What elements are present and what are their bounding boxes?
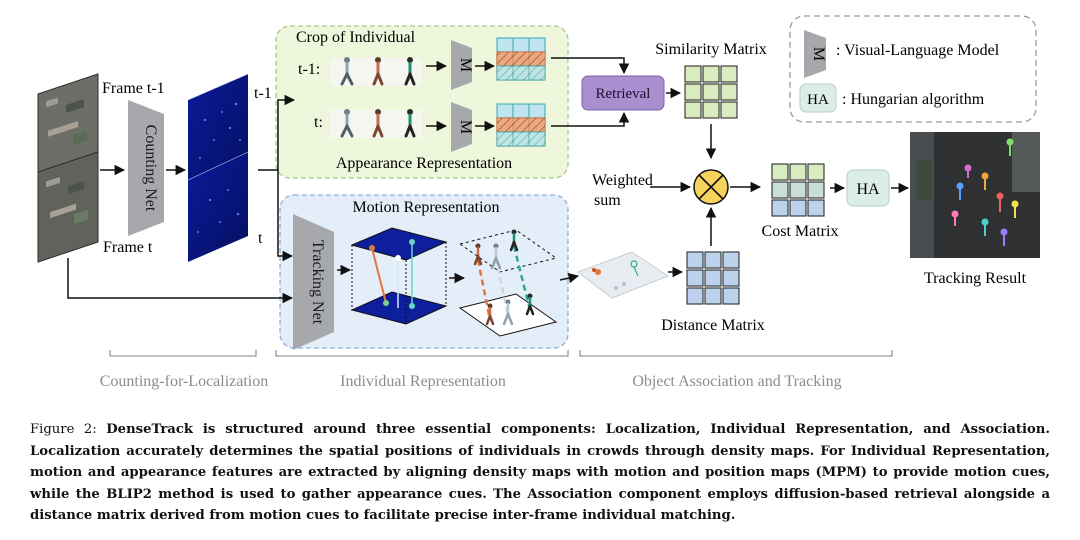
similarity-matrix xyxy=(684,65,738,119)
stage-label-localization: Counting-for-Localization xyxy=(100,373,269,390)
figure-caption: Figure 2: DenseTrack is structured aroun… xyxy=(30,419,1050,527)
stage-brackets xyxy=(109,350,893,357)
counting-net-label: Counting Net xyxy=(142,125,159,212)
legend-vlm-letter: M xyxy=(810,47,827,61)
densetrack-diagram: Frame t-1 Frame t Counting Net t-1 t Cro… xyxy=(37,15,1040,390)
distance-matrix xyxy=(686,251,740,305)
arrow xyxy=(551,111,630,127)
vlm-label-prev: M xyxy=(457,58,474,72)
crop-row-curr-label: t: xyxy=(314,114,323,131)
caption-text: DenseTrack is structured around three es… xyxy=(30,422,1050,523)
weighted-sum-label: Weighted sum xyxy=(592,172,657,209)
cost-matrix-label: Cost Matrix xyxy=(762,223,839,240)
tag-curr: t xyxy=(258,230,263,247)
branch-line xyxy=(277,170,294,262)
similarity-matrix-label: Similarity Matrix xyxy=(655,41,767,58)
displacement-planes xyxy=(458,229,558,337)
crop-row-prev-label: t-1: xyxy=(298,61,320,78)
tracking-net-block xyxy=(293,214,334,350)
legend-ha-letter: HA xyxy=(807,92,829,108)
legend-vlm-block xyxy=(804,30,826,78)
multiply-node xyxy=(693,169,729,205)
appearance-features-prev xyxy=(496,37,546,81)
distance-matrix-label: Distance Matrix xyxy=(661,317,765,334)
vlm-block-prev xyxy=(451,40,472,90)
counting-net-block xyxy=(128,100,164,236)
pedestrian-crops-curr xyxy=(330,109,422,138)
appearance-features-curr xyxy=(496,103,546,147)
vlm-label-curr: M xyxy=(457,120,474,134)
stage-label-representation: Individual Representation xyxy=(340,373,506,390)
appearance-representation-label: Appearance Representation xyxy=(336,155,512,172)
arrow xyxy=(559,272,580,284)
arrow xyxy=(551,57,630,75)
tracking-result-label: Tracking Result xyxy=(924,270,1027,287)
retrieval-block xyxy=(581,75,665,111)
crop-panel-title: Crop of Individual xyxy=(296,29,416,46)
motion-cue-plane xyxy=(576,251,670,299)
motion-position-maps xyxy=(350,227,448,325)
bypass-line xyxy=(67,258,294,304)
cost-matrix xyxy=(771,163,825,217)
tracking-net-label: Tracking Net xyxy=(309,240,326,325)
tag-prev: t-1 xyxy=(254,85,272,102)
retrieval-label: Retrieval xyxy=(596,86,651,102)
vlm-block-curr xyxy=(451,102,472,152)
caption-label: Figure 2: xyxy=(30,422,97,437)
legend-panel xyxy=(789,15,1037,123)
ha-label: HA xyxy=(856,181,880,198)
legend-vlm-desc: : Visual-Language Model xyxy=(836,42,1000,59)
pedestrian-crops-prev xyxy=(330,57,422,86)
frame-curr-label: Frame t xyxy=(103,239,153,256)
input-frames xyxy=(37,73,99,263)
motion-panel-title: Motion Representation xyxy=(352,199,499,216)
stage-label-association: Object Association and Tracking xyxy=(632,373,841,390)
legend-ha-desc: : Hungarian algorithm xyxy=(842,91,985,108)
ha-block xyxy=(846,169,890,207)
tracking-result-image xyxy=(910,132,1040,258)
frame-prev-label: Frame t-1 xyxy=(102,80,165,97)
branch-line xyxy=(258,94,296,171)
legend-ha-block xyxy=(799,83,837,113)
density-maps xyxy=(187,73,249,262)
